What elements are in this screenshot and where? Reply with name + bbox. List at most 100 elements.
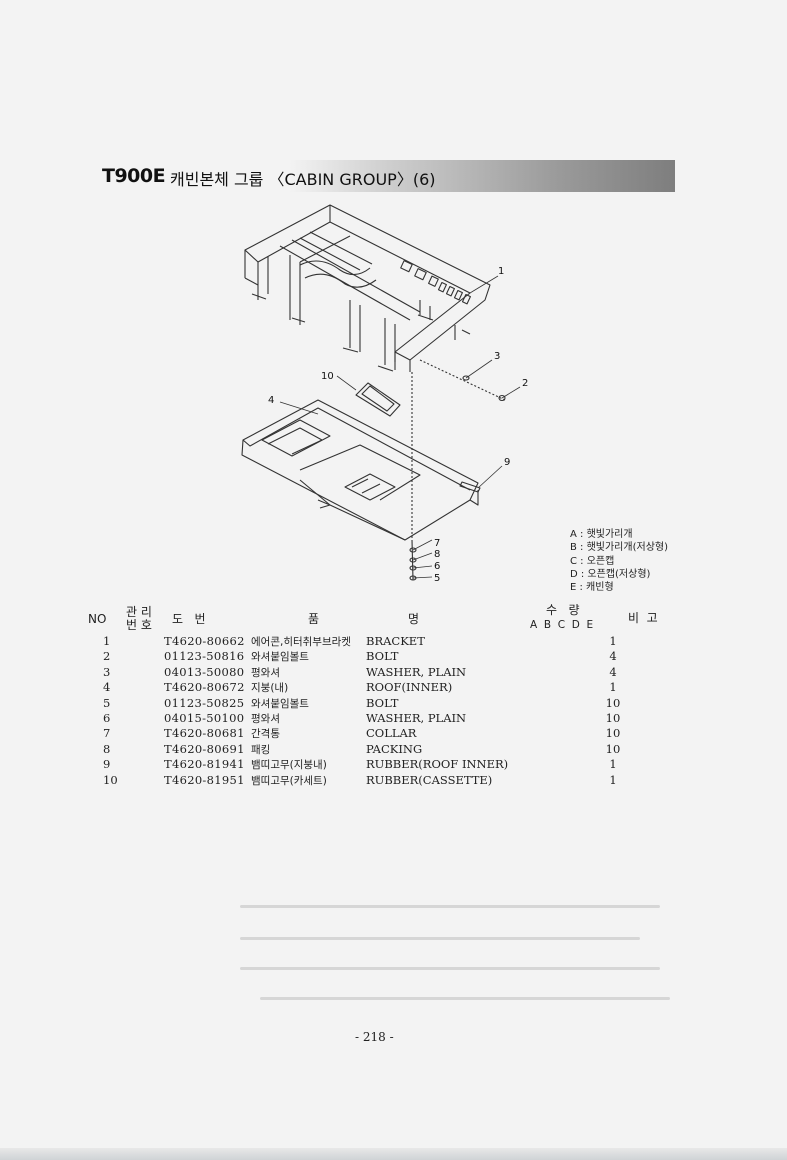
row-name-kr: 패킹 — [251, 743, 271, 756]
page-number: - 218 - — [355, 1030, 394, 1044]
title-gradient-band — [290, 160, 675, 192]
row-name-kr: 평와셔 — [251, 712, 280, 725]
legend-item: D : 오픈캡(저상형) — [570, 568, 651, 580]
header-qty-columns: A B C D E — [530, 619, 594, 631]
legend-item: B : 햇빛가리개(저상형) — [570, 542, 668, 554]
row-name-en: BRACKET — [366, 634, 425, 648]
row-no: 7 — [103, 726, 111, 741]
table-row: 3 04013-50080 평와셔 WASHER, PLAIN 4 — [95, 665, 655, 680]
callout-2: 2 — [522, 378, 528, 389]
header-remarks: 비 고 — [628, 611, 658, 625]
header-part-no: 도 번 — [172, 612, 206, 626]
header-mgmt-bottom: 번 호 — [126, 618, 152, 632]
row-no: 6 — [103, 710, 111, 725]
table-row: 6 04015-50100 평와셔 WASHER, PLAIN 10 — [95, 711, 655, 726]
row-no: 2 — [103, 649, 111, 664]
row-part-no: T4620-80672 — [164, 680, 245, 695]
callout-10: 10 — [321, 371, 334, 382]
table-row: 2 01123-50816 와셔붙임볼트 BOLT 4 — [95, 649, 655, 664]
row-qty: 10 — [605, 726, 621, 741]
row-part-no: T4620-80681 — [164, 726, 245, 741]
header-name-right: 명 — [408, 612, 420, 626]
row-no: 3 — [103, 664, 111, 679]
scan-edge — [0, 1148, 787, 1160]
row-name-en: RUBBER(CASSETTE) — [366, 772, 493, 787]
row-no: 10 — [103, 772, 118, 787]
legend-item: C : 오픈캡 — [570, 555, 615, 567]
row-qty: 1 — [609, 757, 617, 772]
row-name-en: COLLAR — [366, 726, 417, 741]
callout-3: 3 — [494, 351, 500, 362]
callout-6: 6 — [434, 561, 440, 572]
row-qty: 1 — [609, 772, 617, 787]
callout-5: 5 — [434, 573, 440, 584]
row-qty: 10 — [605, 710, 621, 725]
row-name-en: BOLT — [366, 649, 399, 664]
callout-7: 7 — [434, 538, 440, 549]
page-title: 캐빈본체 그룹 〈CABIN GROUP〉(6) — [170, 170, 436, 189]
table-row: 7 T4620-80681 간격통 COLLAR 10 — [95, 726, 655, 741]
header-mgmt-top: 관 리 — [126, 605, 152, 619]
table-row: 8 T4620-80691 패킹 PACKING 10 — [95, 742, 655, 757]
row-part-no: T4620-81941 — [164, 757, 245, 772]
table-row: 9 T4620-81941 뱀띠고무(지붕내) RUBBER(ROOF INNE… — [95, 757, 655, 772]
row-part-no: T4620-81951 — [164, 772, 245, 787]
legend-item: A : 햇빛가리개 — [570, 529, 633, 540]
row-qty: 10 — [605, 695, 621, 710]
callout-9: 9 — [504, 457, 510, 468]
bleed-through-line — [240, 937, 640, 940]
row-name-kr: 에어콘,히터취부브라켓 — [251, 636, 351, 648]
row-name-en: ROOF(INNER) — [366, 680, 453, 695]
fastener-stack-drawing — [409, 359, 506, 581]
row-qty: 4 — [609, 664, 617, 679]
model-label: T900E — [102, 165, 166, 187]
row-qty: 1 — [609, 634, 617, 648]
row-name-en: WASHER, PLAIN — [366, 710, 467, 725]
rubber-cassette-drawing — [355, 382, 401, 417]
header-no: NO — [88, 612, 107, 626]
bleed-through-line — [240, 967, 660, 970]
row-name-en: PACKING — [366, 741, 423, 756]
row-name-en: BOLT — [366, 695, 399, 710]
row-part-no: T4620-80691 — [164, 741, 245, 756]
row-no: 5 — [103, 695, 111, 710]
row-part-no: 01123-50825 — [164, 695, 245, 710]
row-name-kr: 와셔붙임볼트 — [251, 651, 309, 664]
row-part-no: 04013-50080 — [164, 664, 245, 679]
bracket-frame-drawing — [244, 204, 491, 372]
callout-8: 8 — [434, 549, 440, 560]
title-bar: T900E 캐빈본체 그룹 〈CABIN GROUP〉(6) — [100, 160, 675, 192]
row-qty: 1 — [609, 680, 617, 695]
roof-inner-drawing — [241, 399, 479, 541]
rubber-roof-inner-drawing — [459, 481, 481, 493]
bleed-through-line — [240, 905, 660, 908]
row-name-kr: 뱀띠고무(카세트) — [251, 774, 327, 787]
row-name-kr: 뱀띠고무(지붕내) — [251, 759, 327, 772]
row-no: 8 — [103, 741, 111, 756]
callout-1: 1 — [498, 266, 504, 277]
row-qty: 10 — [605, 741, 621, 756]
callout-4: 4 — [268, 395, 274, 406]
table-row: 1 T4620-80662 에어콘,히터취부브라켓 BRACKET 1 — [95, 634, 655, 649]
leader-lines — [279, 275, 521, 579]
row-no: 9 — [103, 757, 111, 772]
row-name-kr: 지붕(내) — [251, 682, 289, 695]
table-row: 10 T4620-81951 뱀띠고무(카세트) RUBBER(CASSETTE… — [95, 773, 655, 788]
row-name-en: WASHER, PLAIN — [366, 664, 467, 679]
row-part-no: 01123-50816 — [164, 649, 245, 664]
header-name-left: 품 — [308, 612, 320, 626]
bleed-through-line — [260, 997, 670, 1000]
legend-item: E : 캐빈형 — [570, 582, 614, 594]
row-no: 1 — [103, 634, 111, 648]
parts-table: 1 T4620-80662 에어콘,히터취부브라켓 BRACKET 1 2 01… — [95, 634, 655, 788]
model-legend: A : 햇빛가리개 B : 햇빛가리개(저상형) C : 오픈캡 D : 오픈캡… — [570, 528, 668, 594]
row-name-kr: 평와셔 — [251, 666, 280, 679]
row-part-no: T4620-80662 — [164, 634, 245, 648]
row-qty: 4 — [609, 649, 617, 664]
row-name-en: RUBBER(ROOF INNER) — [366, 757, 509, 772]
row-no: 4 — [103, 680, 111, 695]
exploded-parts-diagram: 1 2 3 4 5 6 7 8 9 10 — [241, 204, 528, 584]
header-qty: 수 량 — [546, 603, 580, 617]
row-name-kr: 와셔붙임볼트 — [251, 697, 309, 710]
